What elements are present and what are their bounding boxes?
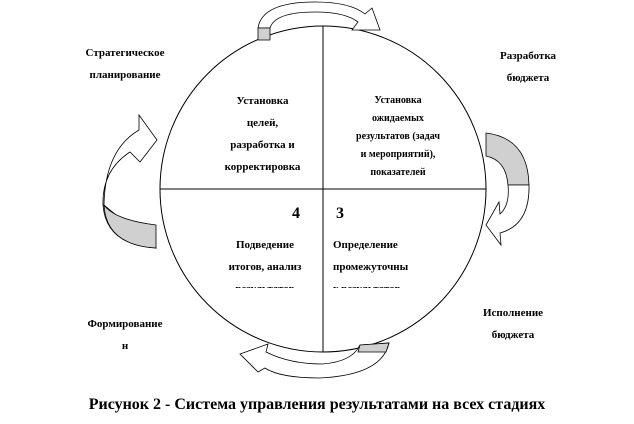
quadrant-line: промежуточны: [333, 261, 409, 273]
quadrant-4-text: Подведение итогов, анализ результатов: [215, 234, 315, 288]
stage-label: бюджета: [506, 72, 550, 84]
quadrant-3-text: Определение промежуточны х результатов: [333, 234, 415, 288]
bottom-arrow-icon: [239, 342, 390, 379]
top-arrow-icon: [257, 1, 381, 41]
right-arrow-icon: [485, 132, 530, 247]
quadrant-line: результатов: [215, 278, 315, 288]
figure-caption: Рисунок 2 - Система управления результат…: [88, 396, 546, 413]
stage-strategic-planning: Стратегическое планирование: [70, 42, 180, 82]
quadrant-2-text: Установка ожидаемых результатов (задач и…: [333, 92, 463, 180]
left-arrow-icon: [102, 113, 158, 249]
quadrant-line: х результатов: [333, 278, 415, 288]
quadrant-line: Подведение: [236, 239, 294, 251]
quadrant-line: Определение: [333, 239, 398, 251]
quadrant-3-number: 3: [336, 205, 344, 222]
stage-label: Разработка: [499, 50, 557, 62]
stage-label: Исполнение: [482, 307, 544, 319]
stage-label: Формирование: [87, 318, 163, 330]
stage-label: н: [121, 340, 129, 352]
quadrant-1-text: Установка целей, разработка и корректиро…: [205, 90, 320, 176]
quadrant-line: итогов, анализ: [228, 261, 302, 273]
stage-budget-development: Разработка бюджета: [478, 45, 578, 85]
quadrant-line: ожидаемых: [372, 113, 424, 124]
quadrant-line: корректировка: [224, 161, 301, 173]
stage-label: бюджета: [491, 329, 535, 340]
stage-label: Стратегическое: [85, 47, 165, 59]
quadrant-line: разработка и: [230, 139, 295, 151]
stage-budget-execution: Исполнение бюджета: [463, 302, 563, 340]
quadrant-line: Установка: [374, 95, 422, 106]
stage-forming: Формирование н: [70, 313, 180, 357]
quadrant-line: Установка: [236, 95, 289, 107]
quadrant-line: результатов (задач: [356, 131, 440, 142]
quadrant-line: показателей: [370, 167, 426, 178]
quadrant-4-number: 4: [292, 205, 300, 222]
quadrant-line: целей,: [246, 117, 279, 129]
quadrant-line: и мероприятий),: [360, 149, 436, 160]
stage-label: планирование: [89, 69, 161, 81]
